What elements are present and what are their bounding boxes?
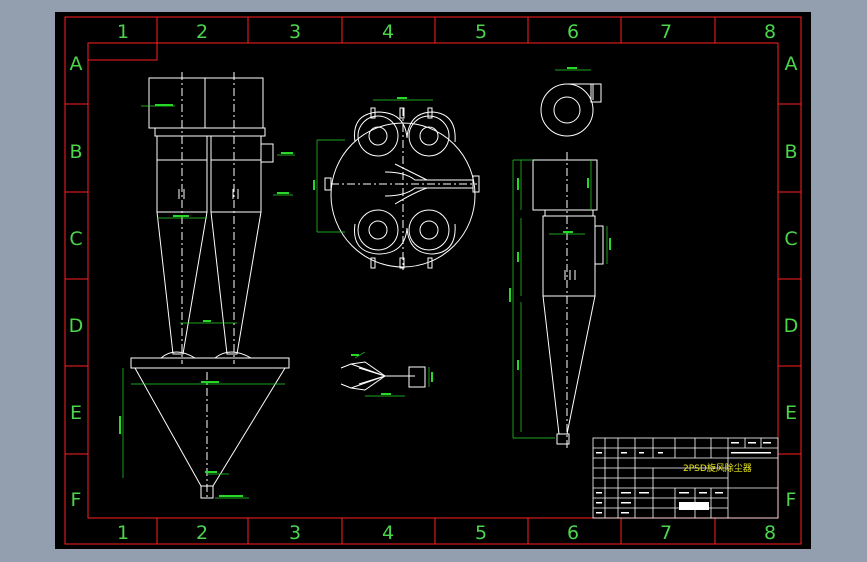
row-a-right: A: [785, 53, 798, 75]
col-7-bottom: 7: [660, 522, 672, 544]
col-4-top: 4: [382, 21, 394, 43]
row-e-left: E: [70, 402, 82, 424]
col-3-bottom: 3: [289, 522, 301, 544]
drawing-title: 2PSD旋风除尘器: [683, 462, 752, 474]
col-5-bottom: 5: [475, 522, 487, 544]
row-c-right: C: [784, 228, 797, 250]
single-cyclone-top[interactable]: [540, 83, 602, 137]
zone-dividers-vertical: [65, 103, 801, 455]
row-d-right: D: [784, 315, 799, 337]
row-f-right: F: [786, 489, 797, 511]
outer-frame: [64, 16, 802, 545]
row-f-left: F: [71, 489, 82, 511]
single-cyclone-side[interactable]: [532, 152, 604, 450]
col-5-top: 5: [475, 21, 487, 43]
row-e-right: E: [785, 402, 797, 424]
col-6-top: 6: [567, 21, 579, 43]
row-b-left: B: [69, 141, 82, 163]
corner-tab: [88, 43, 158, 61]
zone-dividers-horizontal: [156, 17, 716, 544]
col-1-bottom: 1: [117, 522, 129, 544]
inner-frame: [87, 42, 779, 519]
col-3-top: 3: [289, 21, 301, 43]
front-view[interactable]: [130, 72, 290, 500]
row-b-right: B: [784, 141, 797, 163]
top-view[interactable]: [324, 107, 480, 270]
single-cyclone-dimensions: [512, 69, 608, 439]
col-1-top: 1: [117, 21, 129, 43]
cad-drawing: 1 2 3 4 5 6 7 8 1 2 3 4 5 6 7 8 A B C D …: [64, 16, 802, 545]
title-block[interactable]: [592, 437, 779, 519]
title-block-cell-marks: [596, 442, 771, 514]
col-8-top: 8: [764, 21, 776, 43]
row-a-left: A: [70, 53, 83, 75]
row-c-left: C: [69, 228, 82, 250]
col-4-bottom: 4: [382, 522, 394, 544]
inlet-detail-dimensions: [354, 351, 430, 397]
row-d-left: D: [69, 315, 84, 337]
drawing-sheet[interactable]: 1 2 3 4 5 6 7 8 1 2 3 4 5 6 7 8 A B C D …: [55, 12, 811, 549]
col-6-bottom: 6: [567, 522, 579, 544]
top-view-dimensions: [316, 99, 433, 233]
front-view-dimensions: [122, 105, 295, 499]
col-2-bottom: 2: [196, 522, 208, 544]
col-8-bottom: 8: [764, 522, 776, 544]
col-2-top: 2: [196, 21, 208, 43]
inlet-detail[interactable]: [340, 361, 426, 391]
col-7-top: 7: [660, 21, 672, 43]
dimension-text-marks: [119, 67, 611, 497]
